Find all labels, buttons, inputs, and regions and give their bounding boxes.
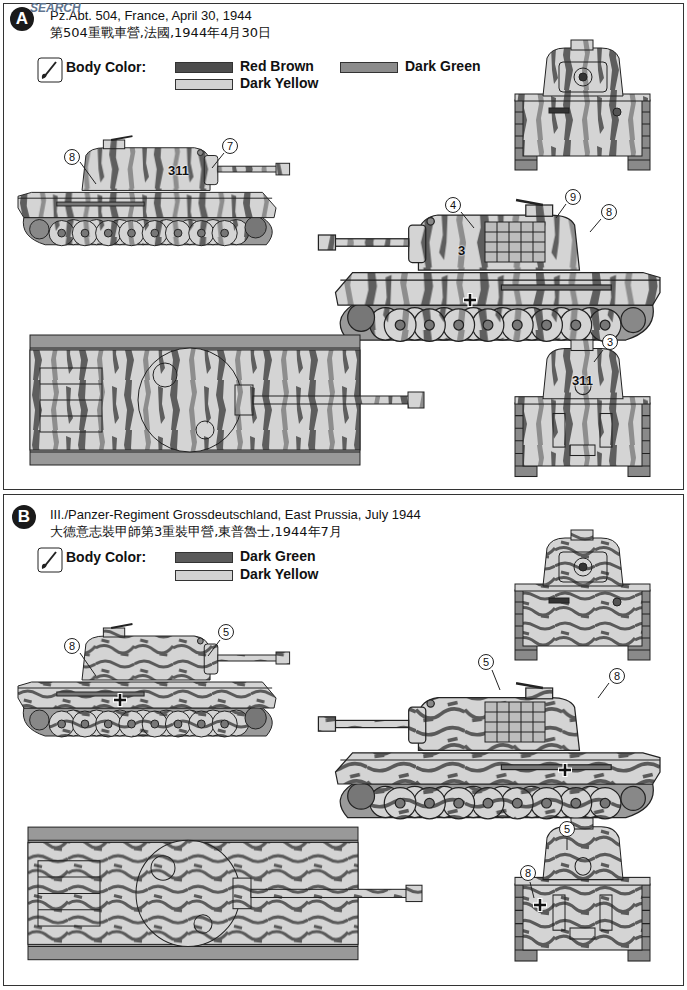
front-view [515, 530, 650, 660]
brush-icon [38, 58, 62, 82]
leader-lines [80, 153, 603, 362]
callout-number: 8 [64, 638, 80, 654]
callout-number: 8 [64, 149, 80, 165]
legend-text: Dark Yellow [240, 75, 318, 91]
top-view [30, 335, 424, 465]
callout-number: 3 [602, 334, 618, 350]
section-letter: A [16, 9, 28, 29]
front-view [515, 40, 650, 170]
turret-number: 311 [572, 373, 593, 388]
brush-icon [38, 548, 62, 572]
callout-number: 9 [565, 189, 581, 205]
watermark: SEARCH [30, 1, 81, 15]
legend-text: Dark Yellow [240, 566, 318, 582]
section-badge: B [12, 505, 36, 529]
balkenkreuz [113, 693, 127, 707]
section-title-zh: 第504重戰車營,法國,1944年4月30日 [50, 24, 271, 42]
callout-number: 4 [445, 197, 461, 213]
callout-number: 8 [601, 204, 617, 220]
section-panel: III./Panzer-Regiment Grossdeutschland, E… [3, 494, 684, 986]
callout-number: 7 [222, 138, 238, 154]
three-quarter-view [318, 683, 660, 819]
legend-text: Dark Green [405, 58, 480, 74]
rear-view [515, 818, 650, 961]
callout-number: 5 [478, 654, 494, 670]
rear-view [515, 340, 650, 477]
turret-number: 311 [168, 163, 189, 178]
legend-text: Dark Green [240, 548, 315, 564]
body-color-label: Body Color: [66, 549, 146, 565]
balkenkreuz [558, 763, 572, 777]
three-quarter-view [318, 200, 660, 341]
side-view [18, 624, 290, 737]
section-panel: Pz.Abt. 504, France, April 30, 1944第504重… [3, 3, 684, 490]
turret-number: 3 [458, 243, 465, 258]
balkenkreuz [463, 293, 477, 307]
leader-lines [80, 640, 609, 898]
side-view [18, 136, 290, 246]
legend-text: Red Brown [240, 58, 314, 74]
body-color-label: Body Color: [66, 59, 146, 75]
callout-number: 8 [520, 865, 536, 881]
spare-track [485, 222, 545, 262]
top-view [28, 827, 422, 960]
color-swatch [175, 79, 233, 90]
color-swatch [175, 570, 233, 581]
callout-number: 5 [218, 624, 234, 640]
color-swatch [175, 62, 233, 73]
callout-number: 5 [559, 821, 575, 837]
section-title-zh: 大德意志裝甲師第3重裝甲營,東普魯士,1944年7月 [50, 523, 342, 541]
section-title: III./Panzer-Regiment Grossdeutschland, E… [50, 507, 421, 522]
section-letter: B [18, 507, 30, 527]
spare-track [485, 702, 545, 742]
color-swatch [175, 552, 233, 563]
color-swatch [340, 62, 398, 73]
callout-number: 8 [609, 668, 625, 684]
balkenkreuz [533, 898, 547, 912]
